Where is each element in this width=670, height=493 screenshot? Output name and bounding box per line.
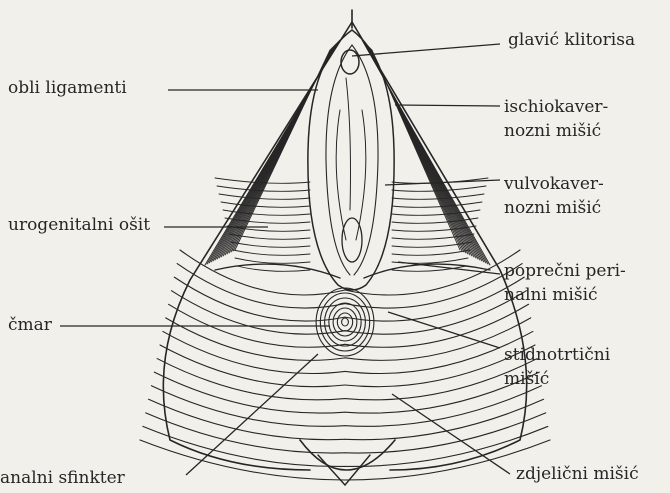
label-vulvokavernozni-line1: vulvokaver- (504, 172, 604, 196)
pelvic-fibre-right (345, 426, 548, 466)
urogenital-band-right (392, 202, 482, 207)
label-ischiokavernozni: ischiokaver- nozni mišić (504, 95, 608, 143)
label-poprecni-line2: nalni mišić (504, 283, 626, 307)
anal-sphincter-ring (320, 293, 369, 351)
label-stidnotrticni: stidnotrtični mišić (504, 343, 610, 391)
leader-ischio (395, 105, 500, 106)
vestibule-center (346, 78, 351, 210)
urogenital-band-left (235, 258, 310, 263)
pelvic-fibre-left (174, 277, 345, 321)
label-zdjelicni-misic: zdjelični mišić (516, 462, 639, 486)
anal-sphincter-ring (337, 313, 352, 331)
label-urogenitalni-osit: urogenitalni ošit (8, 213, 150, 237)
labia-inner-left (326, 45, 352, 275)
urogenital-band-right (392, 250, 470, 255)
label-obli-ligamenti: obli ligamenti (8, 76, 127, 100)
pelvic-fibre-right (345, 264, 522, 308)
pelvic-fibre-left (160, 345, 345, 387)
vestibule-left (336, 110, 346, 240)
pelvic-fibre-right (345, 318, 531, 361)
label-poprecni-perinalni: poprečni peri- nalni mišić (504, 259, 626, 307)
leader-analni (186, 354, 318, 475)
leader-zdjelicni (392, 394, 510, 474)
pelvic-floor-illustration (140, 10, 550, 485)
label-analni-sfinkter: analni sfinkter (0, 466, 125, 490)
pelvic-fibre-left (143, 426, 345, 466)
pelvic-fibre-left (171, 291, 345, 334)
leader-lines (60, 44, 510, 475)
pelvic-fibre-left (163, 331, 345, 373)
label-cmar: čmar (8, 313, 52, 337)
anal-sphincter-ring (325, 298, 366, 346)
pelvic-fibre-left (140, 440, 345, 480)
urogenital-band-left (219, 194, 310, 199)
urogenital-band-left (231, 242, 310, 247)
anal-sphincter-ring (329, 303, 361, 341)
anal-sphincter-ring (342, 318, 349, 326)
label-glavic-klitorisa: glavić klitorisa (508, 28, 635, 52)
label-stidnotrticni-line2: mišić (504, 367, 610, 391)
pelvic-fibre-right (345, 413, 546, 453)
pelvic-fibre-right (345, 277, 524, 321)
urogenital-band-left (221, 202, 310, 207)
label-poprecni-line1: poprečni peri- (504, 259, 626, 283)
clitoris-glans (341, 50, 359, 74)
label-ischiokavernozni-line2: nozni mišić (504, 119, 608, 143)
leader-stidnotrticni (388, 312, 500, 348)
ischio-fibre-right (372, 50, 460, 250)
pelvic-fibre-right (345, 250, 520, 295)
pelvic-fibre-left (146, 413, 345, 453)
anal-sphincter-ring (333, 308, 357, 336)
leader-glavic (352, 44, 500, 56)
labia-inner-right (352, 45, 378, 275)
pelvic-fibre-left (166, 318, 345, 361)
ischio-fibre-left (235, 50, 330, 250)
label-stidnotrticni-line1: stidnotrtični (504, 343, 610, 367)
urogenital-band-left (233, 250, 310, 255)
label-vulvokavernozni: vulvokaver- nozni mišić (504, 172, 604, 220)
vaginal-opening (342, 218, 362, 262)
label-ischiokavernozni-line1: ischiokaver- (504, 95, 608, 119)
label-vulvokavernozni-line2: nozni mišić (504, 196, 604, 220)
